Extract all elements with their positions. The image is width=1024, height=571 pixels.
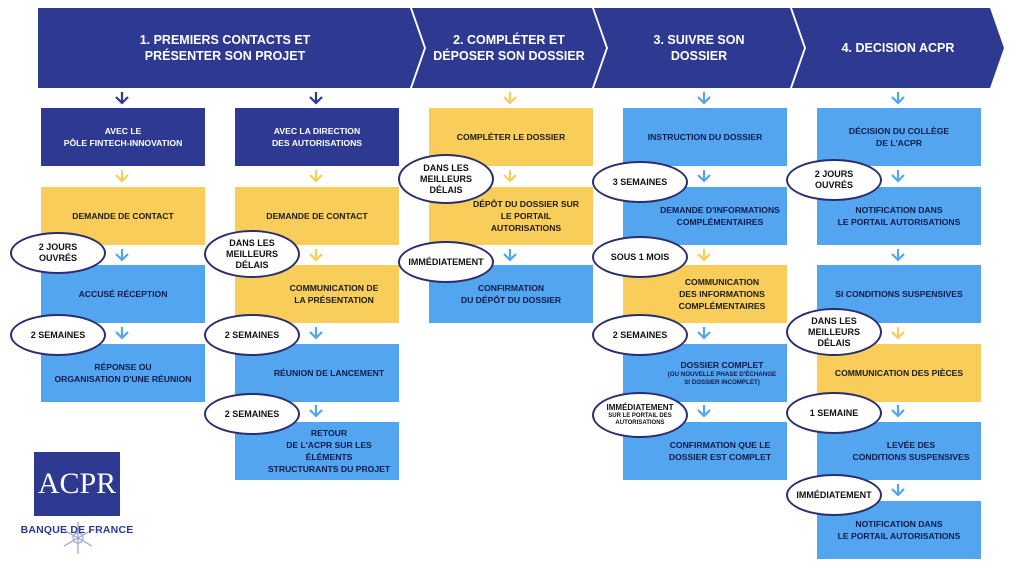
arrow-down-icon [890, 168, 906, 183]
col4-delay-oval-2: DANS LES MEILLEURS DÉLAIS [786, 308, 882, 356]
arrow-down-icon [696, 168, 712, 183]
header-step-1-label: 1. PREMIERS CONTACTS ET PRÉSENTER SON PR… [139, 33, 311, 63]
col3-delay-oval-1: 3 SEMAINES [592, 161, 688, 203]
header-shape-1 [38, 8, 424, 88]
banque-de-france-emblem-icon [63, 522, 93, 554]
header-step-3: 3. SUIVRE SON DOSSIER [606, 8, 792, 88]
arrow-down-icon [114, 325, 130, 340]
col1a-box-reponse: RÉPONSE OU ORGANISATION D'UNE RÉUNION [41, 344, 205, 402]
arrow-down-icon [114, 247, 130, 262]
arrow-down-icon [696, 247, 712, 262]
col1a-box-accuse: ACCUSÉ RÉCEPTION [41, 265, 205, 323]
header-step-2: 2. COMPLÉTER ET DÉPOSER SON DOSSIER [424, 8, 594, 88]
header-shape-4 [792, 8, 1004, 88]
arrow-down-icon [890, 325, 906, 340]
col1b-box-direction: AVEC LA DIRECTION DES AUTORISATIONS [235, 108, 399, 166]
col1a-box-fintech: AVEC LE PÔLE FINTECH-INNOVATION [41, 108, 205, 166]
header-shape-3 [594, 8, 804, 88]
col3-box-instruction: INSTRUCTION DU DOSSIER [623, 108, 787, 166]
arrow-down-icon [114, 168, 130, 183]
col4-box-decision: DÉCISION DU COLLÈGE DE L'ACPR [817, 108, 981, 166]
arrow-down-icon [308, 247, 324, 262]
col3-box-confirmation: CONFIRMATION QUE LE DOSSIER EST COMPLET [623, 422, 787, 480]
col2-box-depot: DÉPÔT DU DOSSIER SUR LE PORTAIL AUTORISA… [429, 187, 593, 245]
col4-delay-oval-1: 2 JOURS OUVRÉS [786, 159, 882, 201]
banque-de-france-label: BANQUE DE FRANCE [20, 524, 134, 536]
arrow-down-icon [696, 90, 712, 105]
arrow-down-icon [890, 482, 906, 497]
col3-delay-oval-3: 2 SEMAINES [592, 314, 688, 356]
col1b-delay-oval-3: 2 SEMAINES [204, 393, 300, 435]
header-step-2-label: 2. COMPLÉTER ET DÉPOSER SON DOSSIER [433, 33, 585, 63]
header-step-3-label: 3. SUIVRE SON DOSSIER [653, 33, 745, 63]
arrow-down-icon [114, 90, 130, 105]
arrow-down-icon [308, 168, 324, 183]
col1b-delay-oval-1: DANS LES MEILLEURS DÉLAIS [204, 230, 300, 278]
header-shape-2 [412, 8, 606, 88]
arrow-down-icon [502, 168, 518, 183]
arrow-down-icon [890, 403, 906, 418]
arrow-down-icon [890, 247, 906, 262]
acpr-logo: ACPR [34, 452, 120, 516]
col4-box-levee: LEVÉE DES CONDITIONS SUSPENSIVES [817, 422, 981, 480]
header-step-1: 1. PREMIERS CONTACTS ET PRÉSENTER SON PR… [40, 8, 410, 88]
col1a-delay-oval-2: 2 SEMAINES [10, 314, 106, 356]
arrow-down-icon [696, 403, 712, 418]
col4-delay-oval-3: 1 SEMAINE [786, 392, 882, 434]
arrow-down-icon [502, 247, 518, 262]
acpr-logo-text: ACPR [37, 467, 117, 500]
header-chevrons [38, 8, 1004, 88]
col2-delay-oval-1: DANS LES MEILLEURS DÉLAIS [398, 154, 494, 204]
arrow-down-icon [696, 325, 712, 340]
col1b-delay-oval-2: 2 SEMAINES [204, 314, 300, 356]
arrow-down-icon [502, 90, 518, 105]
header-step-4: 4. DECISION ACPR [804, 8, 992, 88]
arrow-down-icon [890, 90, 906, 105]
col3-delay-oval-2: SOUS 1 MOIS [592, 236, 688, 278]
col2-delay-oval-2: IMMÉDIATEMENT [398, 241, 494, 283]
arrow-down-icon [308, 90, 324, 105]
col4-delay-oval-4: IMMÉDIATEMENT [786, 474, 882, 516]
header-step-4-label: 4. DECISION ACPR [841, 41, 955, 55]
col3-box-dossier-complet: DOSSIER COMPLET(OU NOUVELLE PHASE D'ÉCHA… [623, 344, 787, 402]
arrow-down-icon [308, 403, 324, 418]
col1a-delay-oval-1: 2 JOURS OUVRÉS [10, 232, 106, 274]
arrow-down-icon [308, 325, 324, 340]
